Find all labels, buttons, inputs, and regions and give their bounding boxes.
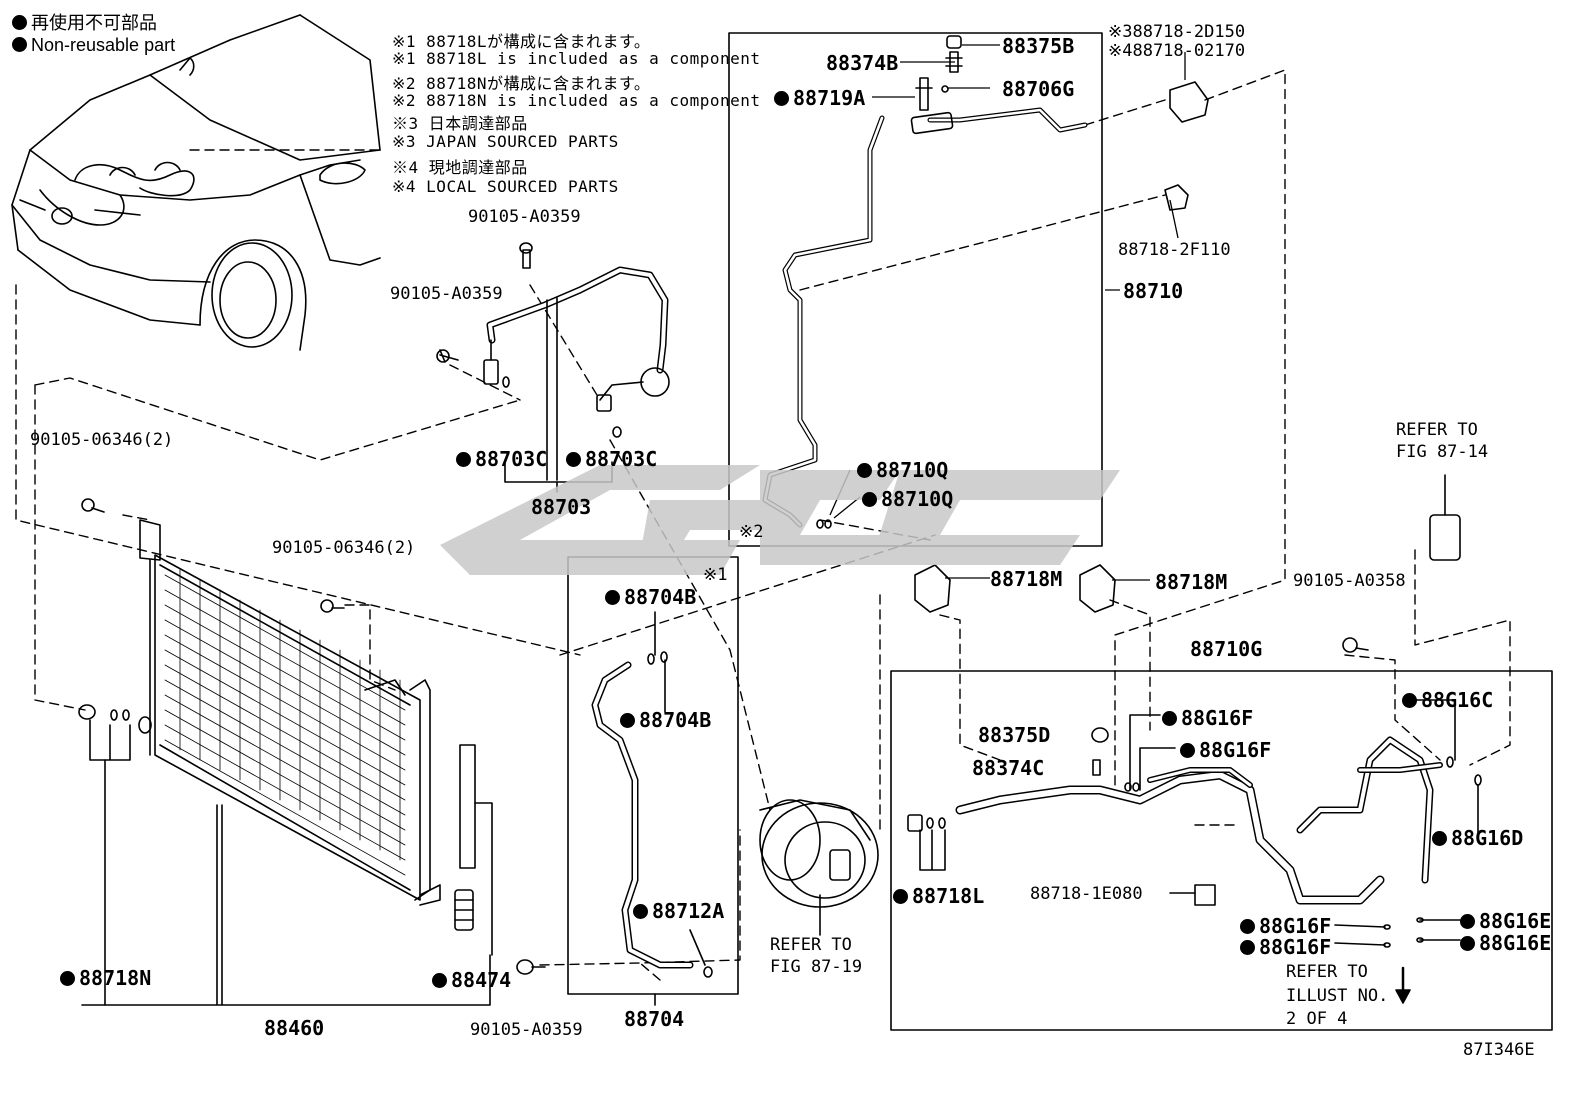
part-88474[interactable]: 88474 xyxy=(432,968,511,992)
refer-fig-87-14-line2[interactable]: FIG 87-14 xyxy=(1396,442,1489,462)
part-88G16E-2[interactable]: 88G16E xyxy=(1460,931,1551,955)
part-88G16C[interactable]: 88G16C xyxy=(1402,688,1493,712)
part-88704B-2[interactable]: 88704B xyxy=(620,708,711,732)
refer-illust-line1: REFER TO xyxy=(1286,962,1368,982)
part-88G16F-3[interactable]: 88G16F xyxy=(1240,914,1331,938)
mark-1: ※1 xyxy=(703,565,728,585)
part-88712A[interactable]: 88712A xyxy=(633,899,724,923)
legend-jp: 再使用不可部品 xyxy=(12,9,157,35)
part-88718M-1[interactable]: 88718M xyxy=(990,567,1063,591)
part-88719A[interactable]: 88719A xyxy=(774,86,865,110)
part-88704[interactable]: 88704 xyxy=(624,1007,685,1031)
part-88718-1E080[interactable]: 88718-1E080 xyxy=(1030,884,1143,904)
non-reusable-dot-icon xyxy=(1432,831,1447,846)
refer-fig-87-14-line1: REFER TO xyxy=(1396,420,1478,440)
part-88718-02170[interactable]: ※488718-02170 xyxy=(1108,41,1246,61)
non-reusable-dot-icon xyxy=(774,91,789,106)
non-reusable-dot-icon xyxy=(620,713,635,728)
box-88710G xyxy=(890,670,1553,1031)
figure-code: 87I346E xyxy=(1463,1040,1535,1060)
non-reusable-dot-icon xyxy=(1460,914,1475,929)
part-88G16F-4[interactable]: 88G16F xyxy=(1240,935,1331,959)
part-90105-A0358[interactable]: 90105-A0358 xyxy=(1293,571,1406,591)
part-90105-A0359-b[interactable]: 90105-A0359 xyxy=(390,284,503,304)
note-2-en: ※2 88718N is included as a component xyxy=(392,91,761,110)
condenser-88460 xyxy=(78,498,493,1006)
non-reusable-dot-icon xyxy=(1240,940,1255,955)
non-reusable-dot-icon xyxy=(893,889,908,904)
note-4-en: ※4 LOCAL SOURCED PARTS xyxy=(392,177,619,196)
non-reusable-dot-icon xyxy=(1460,936,1475,951)
note-3-en: ※3 JAPAN SOURCED PARTS xyxy=(392,132,619,151)
part-88718-2D150[interactable]: ※388718-2D150 xyxy=(1108,22,1246,42)
part-88710Q-1[interactable]: 88710Q xyxy=(857,458,948,482)
refer-illust-line2[interactable]: ILLUST NO. xyxy=(1286,986,1389,1006)
non-reusable-dot-icon xyxy=(1240,919,1255,934)
part-88704B-1[interactable]: 88704B xyxy=(605,585,696,609)
refer-illust-line3: 2 OF 4 xyxy=(1286,1009,1348,1029)
refer-fig-87-19-line1: REFER TO xyxy=(770,935,852,955)
non-reusable-dot-icon xyxy=(432,973,447,988)
non-reusable-dot-icon xyxy=(12,15,27,30)
note-1-en: ※1 88718L is included as a component xyxy=(392,49,761,68)
part-90105-A0359-c[interactable]: 90105-A0359 xyxy=(470,1020,583,1040)
non-reusable-dot-icon xyxy=(1162,711,1177,726)
part-88375D[interactable]: 88375D xyxy=(978,723,1051,747)
non-reusable-dot-icon xyxy=(1402,693,1417,708)
refer-fig-87-19-line2[interactable]: FIG 87-19 xyxy=(770,957,863,977)
mark-2: ※2 xyxy=(739,522,764,542)
note-4-jp: ※4 現地調達部品 xyxy=(392,158,528,177)
part-88710G[interactable]: 88710G xyxy=(1190,637,1263,661)
part-88718-2F110[interactable]: 88718-2F110 xyxy=(1118,240,1231,260)
part-88706G[interactable]: 88706G xyxy=(1002,77,1075,101)
part-88G16F-1[interactable]: 88G16F xyxy=(1162,706,1253,730)
part-88460[interactable]: 88460 xyxy=(264,1016,325,1040)
part-90105-A0359-a[interactable]: 90105-A0359 xyxy=(468,207,581,227)
part-88703C-2[interactable]: 88703C xyxy=(566,447,657,471)
part-88G16D[interactable]: 88G16D xyxy=(1432,826,1523,850)
part-88718M-2[interactable]: 88718M xyxy=(1155,570,1228,594)
part-88718L[interactable]: 88718L xyxy=(893,884,984,908)
part-88G16E-1[interactable]: 88G16E xyxy=(1460,909,1551,933)
note-2-jp: ※2 88718Nが構成に含まれます。 xyxy=(392,74,651,93)
part-88374B[interactable]: 88374B xyxy=(826,51,899,75)
non-reusable-dot-icon xyxy=(566,452,581,467)
non-reusable-dot-icon xyxy=(857,463,872,478)
part-88703C-1[interactable]: 88703C xyxy=(456,447,547,471)
note-1-jp: ※1 88718Lが構成に含まれます。 xyxy=(392,32,651,51)
legend-en: Non-reusable part xyxy=(12,35,175,56)
part-88G16F-2[interactable]: 88G16F xyxy=(1180,738,1271,762)
non-reusable-dot-icon xyxy=(456,452,471,467)
part-88703[interactable]: 88703 xyxy=(531,495,592,519)
part-88718N[interactable]: 88718N xyxy=(60,966,151,990)
part-88710Q-2[interactable]: 88710Q xyxy=(862,487,953,511)
non-reusable-dot-icon xyxy=(862,492,877,507)
vehicle-illustration xyxy=(11,14,381,351)
part-88710[interactable]: 88710 xyxy=(1123,279,1184,303)
part-90105-06346-a[interactable]: 90105-06346(2) xyxy=(30,430,174,450)
part-88374C[interactable]: 88374C xyxy=(972,756,1045,780)
non-reusable-dot-icon xyxy=(60,971,75,986)
non-reusable-dot-icon xyxy=(605,590,620,605)
part-90105-06346-b[interactable]: 90105-06346(2) xyxy=(272,538,416,558)
watermark xyxy=(440,465,1120,575)
non-reusable-dot-icon xyxy=(633,904,648,919)
box-88704 xyxy=(567,556,739,995)
note-3-jp: ※3 日本調達部品 xyxy=(392,114,528,133)
part-88375B[interactable]: 88375B xyxy=(1002,34,1075,58)
compressor xyxy=(759,799,879,936)
non-reusable-dot-icon xyxy=(12,37,27,52)
non-reusable-dot-icon xyxy=(1180,743,1195,758)
